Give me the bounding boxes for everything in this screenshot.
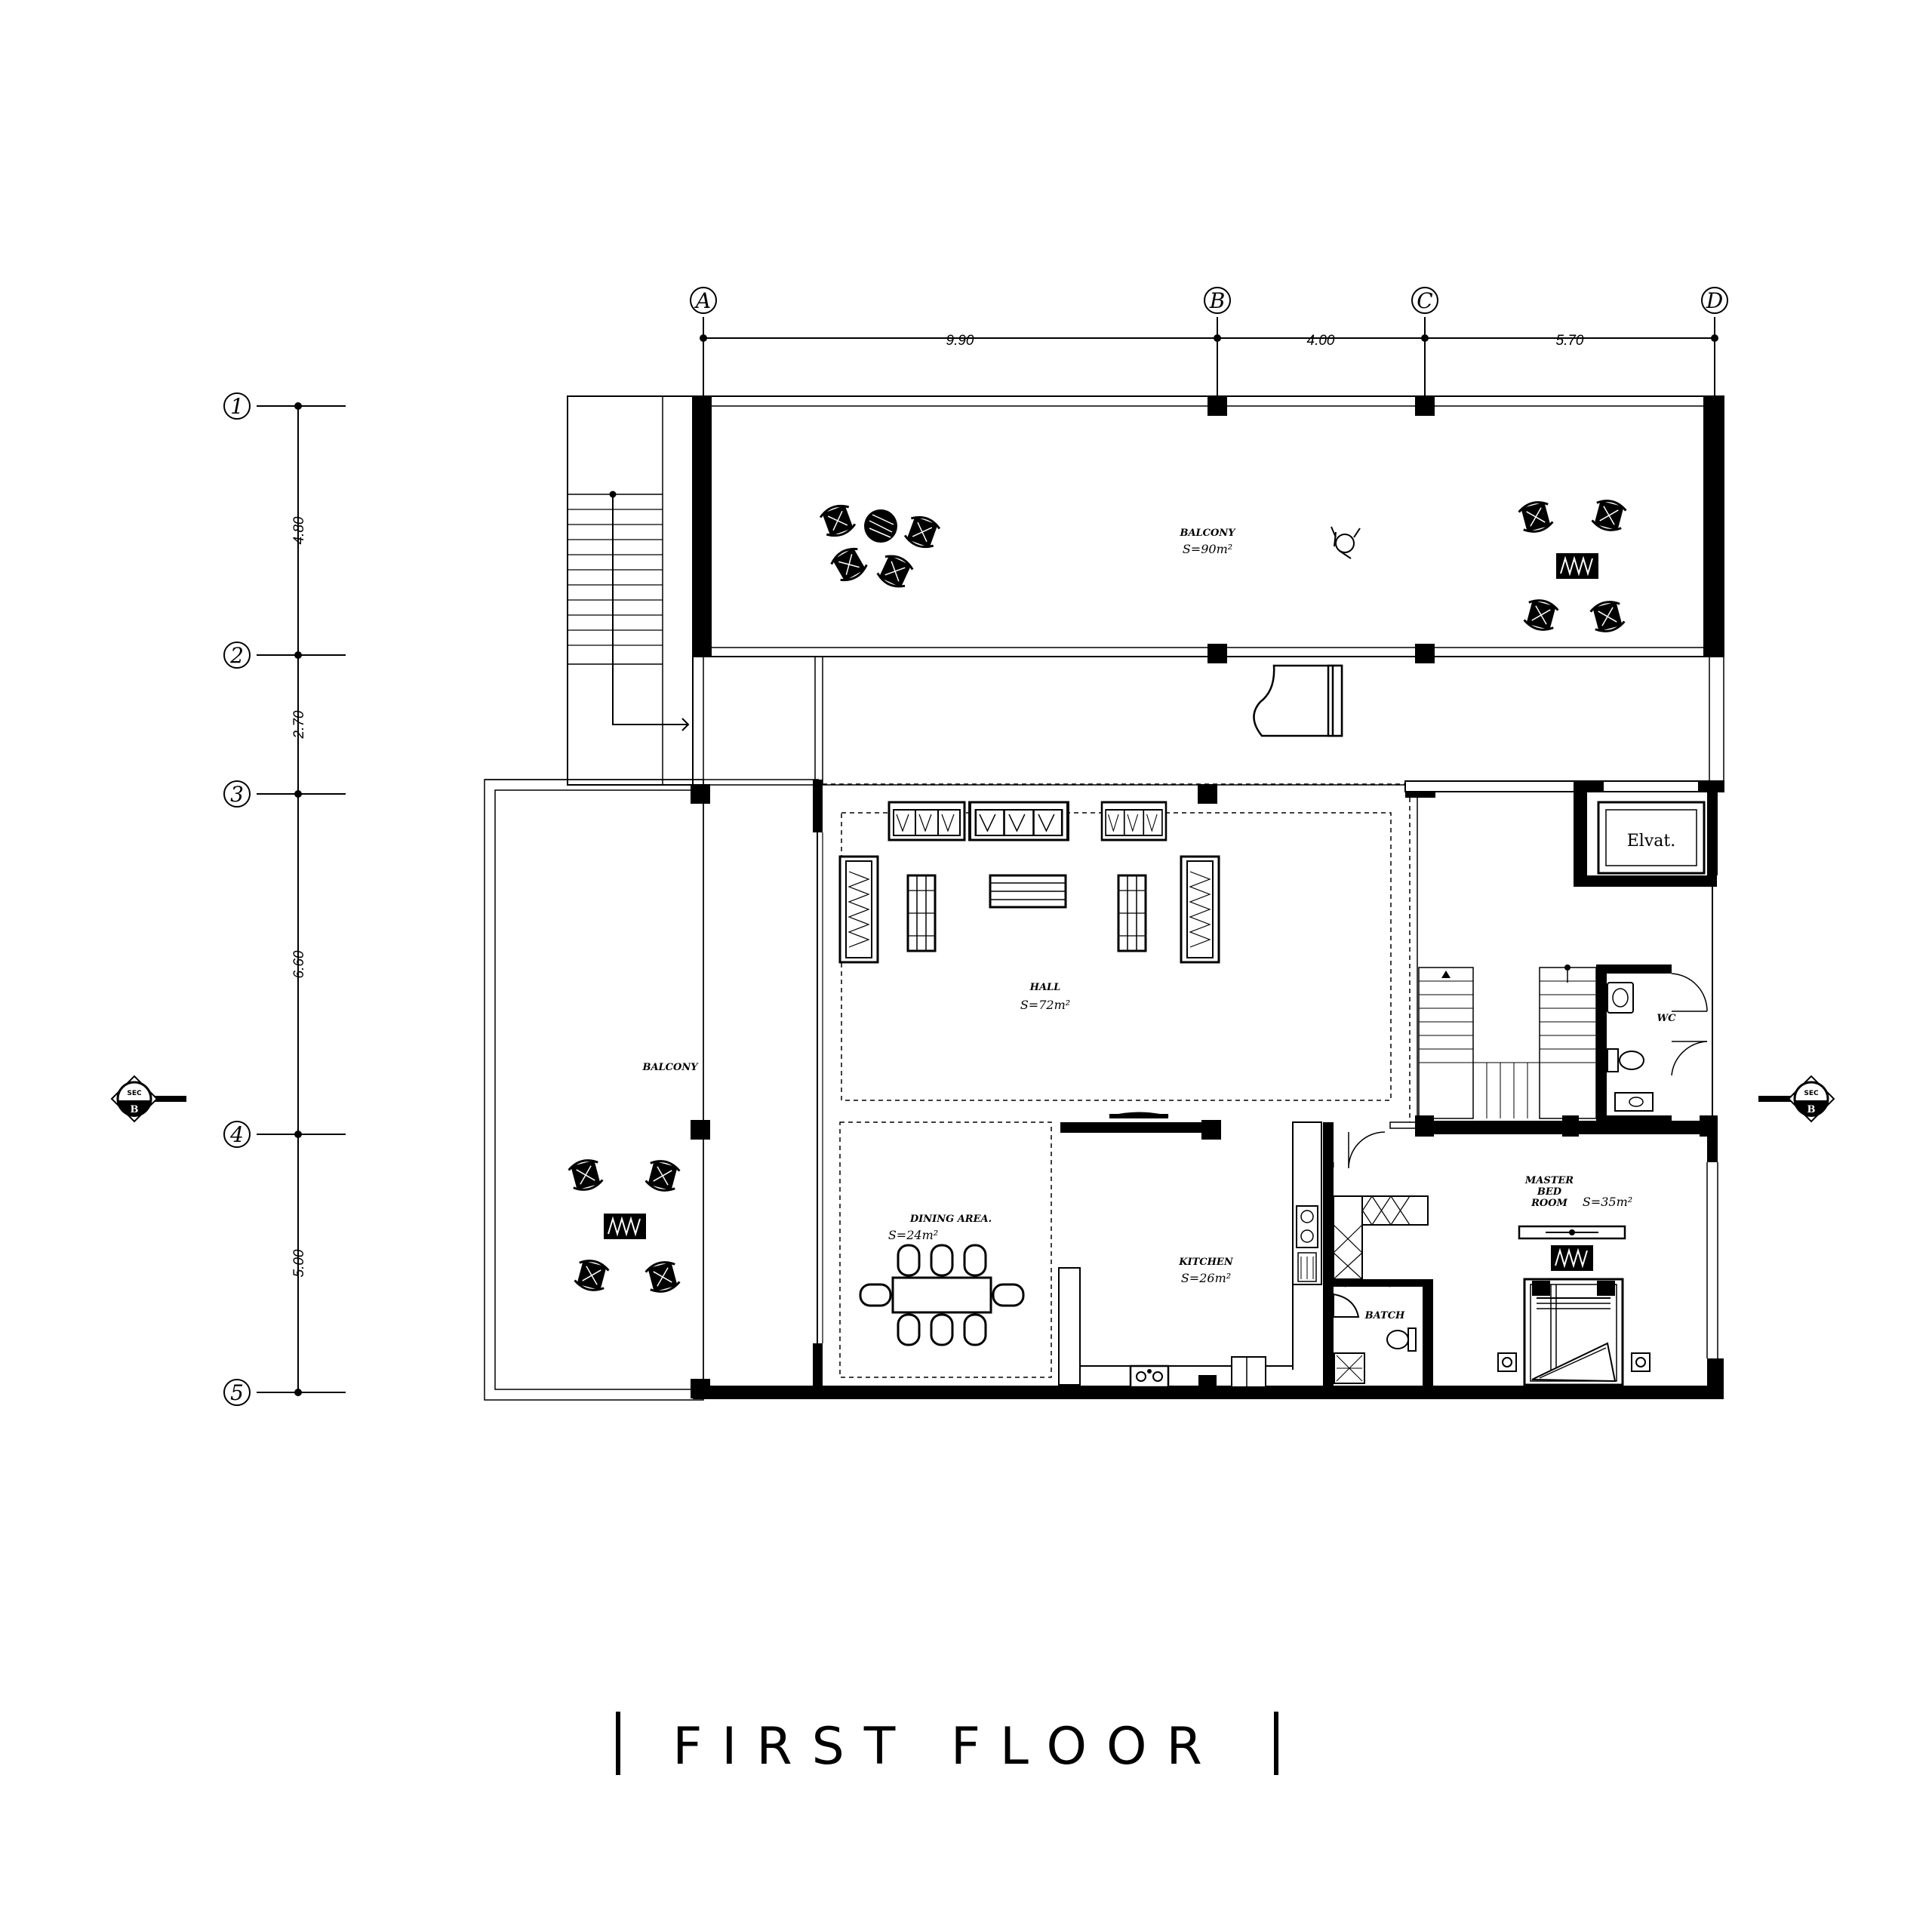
master-area: S=35m² xyxy=(1583,1195,1632,1209)
svg-text:SEC: SEC xyxy=(1804,1090,1819,1097)
master-label-line2: BED xyxy=(1537,1186,1562,1198)
dim-b-c: 4.00 xyxy=(1307,333,1335,349)
interior-stairs xyxy=(1415,964,1718,1137)
section-marker-left: SEC B xyxy=(110,1075,186,1123)
left-balcony: BALCONY xyxy=(484,779,819,1401)
wc-room xyxy=(1596,964,1708,1124)
grid-bubble-4: 4 xyxy=(223,1121,251,1148)
title-text: FIRST FLOOR xyxy=(672,1717,1222,1777)
svg-text:A: A xyxy=(694,288,711,313)
dim-4-5: 5.00 xyxy=(291,1249,307,1277)
kitchen xyxy=(1058,1112,1322,1389)
dim-c-d: 5.70 xyxy=(1556,333,1584,349)
corridor xyxy=(692,656,1724,786)
hall-label: HALL xyxy=(1029,982,1061,993)
dining-area-size: S=24m² xyxy=(888,1228,938,1242)
kitchen-label: KITCHEN xyxy=(1178,1257,1234,1268)
batch-room xyxy=(1323,1121,1433,1394)
grid-bubble-3: 3 xyxy=(223,780,251,808)
batch-label: BATCH xyxy=(1364,1310,1405,1321)
section-marker-right: SEC B xyxy=(1758,1075,1835,1123)
grand-piano-icon xyxy=(1253,664,1343,737)
balcony-seating-left-side xyxy=(566,1155,682,1297)
svg-text:3: 3 xyxy=(230,782,244,807)
balcony-seating-left xyxy=(817,500,943,592)
dim-a-b: 9.90 xyxy=(946,333,974,349)
drawing-title: FIRST FLOOR xyxy=(616,1712,1278,1777)
exterior-stairs xyxy=(567,395,694,786)
svg-text:4: 4 xyxy=(229,1122,244,1147)
top-balcony-label: BALCONY xyxy=(1179,528,1236,539)
dining-area xyxy=(839,1121,1052,1378)
dim-3-4: 6.60 xyxy=(291,950,307,978)
grid-bubble-a: A xyxy=(690,287,717,314)
top-balcony-area: S=90m² xyxy=(1183,542,1232,556)
dim-2-3: 2.70 xyxy=(291,710,307,739)
grid-bubble-2: 2 xyxy=(223,641,251,669)
grid-bubble-b: B xyxy=(1204,287,1231,314)
grid-bubble-c: C xyxy=(1411,287,1438,314)
kitchen-area: S=26m² xyxy=(1181,1271,1231,1285)
svg-text:5: 5 xyxy=(230,1380,244,1405)
svg-text:SEC: SEC xyxy=(127,1090,142,1097)
elevator-label: Elvat. xyxy=(1627,832,1675,851)
column-grid: A B C D 9.90 4.00 5.70 xyxy=(690,287,1728,408)
person-figure-icon xyxy=(1331,526,1361,559)
grid-bubble-5: 5 xyxy=(223,1379,251,1406)
master-bedroom xyxy=(1497,1225,1651,1386)
grid-bubble-1: 1 xyxy=(223,392,251,420)
left-balcony-label: BALCONY xyxy=(641,1062,699,1073)
dining-label: DINING AREA. xyxy=(909,1214,992,1225)
svg-text:D: D xyxy=(1706,288,1723,313)
dim-1-2: 4.80 xyxy=(291,516,307,544)
svg-text:B: B xyxy=(131,1104,139,1115)
svg-text:C: C xyxy=(1417,288,1432,313)
svg-text:B: B xyxy=(1209,288,1226,313)
row-grid: 1 2 3 4 5 4.80 2.70 6.60 5.00 xyxy=(223,392,346,1406)
hall-area: S=72m² xyxy=(1020,998,1070,1012)
master-label-line1: MASTER xyxy=(1524,1175,1574,1186)
svg-text:B: B xyxy=(1807,1104,1816,1115)
top-balcony: BALCONY S=90m² xyxy=(692,395,1724,663)
grid-bubble-d: D xyxy=(1701,287,1728,314)
elevator xyxy=(1574,785,1717,887)
svg-text:1: 1 xyxy=(230,394,244,419)
svg-text:2: 2 xyxy=(229,643,244,668)
balcony-seating-right xyxy=(1516,496,1629,636)
wc-label: WC xyxy=(1657,1013,1677,1024)
master-label-line3: ROOM xyxy=(1531,1198,1567,1209)
hall-furniture xyxy=(838,801,1220,964)
